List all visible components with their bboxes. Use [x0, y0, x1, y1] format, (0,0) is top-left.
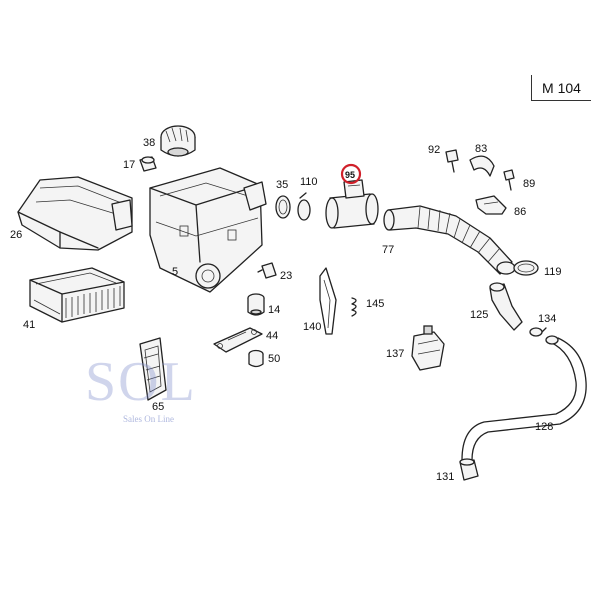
part-14-rubber-mount[interactable] — [247, 293, 265, 316]
callout-86: 86 — [514, 206, 526, 218]
callout-134: 134 — [538, 313, 556, 325]
part-110-seal-ring[interactable] — [297, 192, 311, 221]
part-44-bracket[interactable] — [213, 327, 263, 353]
part-145-spring-clip[interactable] — [351, 297, 357, 317]
callout-83: 83 — [475, 143, 487, 155]
part-77-intake-hose[interactable] — [383, 205, 516, 275]
callout-128: 128 — [535, 421, 553, 433]
part-125-breather-connector[interactable] — [489, 282, 523, 331]
callout-26: 26 — [10, 229, 22, 241]
callout-110: 110 — [300, 176, 318, 188]
part-86-bracket[interactable] — [475, 195, 507, 215]
callout-23: 23 — [280, 270, 292, 282]
callout-44: 44 — [266, 330, 278, 342]
part-92-bolt[interactable] — [445, 149, 459, 173]
watermark-tagline: Sales On Line — [123, 414, 174, 424]
part-140-gasket-strip[interactable] — [319, 267, 337, 335]
highlight-ring — [340, 163, 362, 185]
callout-140: 140 — [303, 321, 321, 333]
part-119-hose-clamp[interactable] — [513, 260, 539, 276]
part-131-end-cap[interactable] — [459, 458, 479, 481]
callout-65: 65 — [152, 401, 164, 413]
callout-145: 145 — [366, 298, 384, 310]
part-65-gasket[interactable] — [139, 337, 167, 401]
callout-17: 17 — [123, 159, 135, 171]
callout-38: 38 — [143, 137, 155, 149]
part-26-air-cleaner-cover[interactable] — [17, 176, 133, 251]
sol-watermark: SOL Sales On Line — [85, 352, 245, 442]
part-17-grommet[interactable] — [139, 156, 157, 172]
callout-89: 89 — [523, 178, 535, 190]
callout-14: 14 — [268, 304, 280, 316]
part-50-mount[interactable] — [248, 349, 264, 368]
callout-5: 5 — [172, 266, 178, 278]
model-tag: M 104 — [531, 75, 591, 101]
part-128-breather-hose[interactable] — [461, 335, 587, 461]
callout-119: 119 — [544, 266, 562, 278]
callout-137: 137 — [386, 348, 404, 360]
callout-35: 35 — [276, 179, 288, 191]
part-137-vent-valve[interactable] — [411, 325, 445, 371]
callout-41: 41 — [23, 319, 35, 331]
callout-92: 92 — [428, 144, 440, 156]
part-134-clip[interactable] — [529, 327, 547, 337]
part-5-air-cleaner-housing[interactable] — [149, 167, 267, 293]
part-95-air-mass-meter[interactable] — [325, 179, 379, 229]
callout-50: 50 — [268, 353, 280, 365]
part-38-filler-cap[interactable] — [160, 125, 196, 157]
part-35-hose-clamp[interactable] — [275, 195, 291, 219]
part-89-screw[interactable] — [503, 169, 515, 191]
callout-77: 77 — [382, 244, 394, 256]
watermark-letters: SOL — [85, 351, 197, 413]
callout-95: 95 — [345, 170, 355, 180]
callout-125: 125 — [470, 309, 488, 321]
callout-131: 131 — [436, 471, 454, 483]
part-23-clamp[interactable] — [257, 262, 277, 279]
part-41-filter-element[interactable] — [29, 267, 125, 323]
part-83-bracket-band[interactable] — [469, 155, 495, 177]
